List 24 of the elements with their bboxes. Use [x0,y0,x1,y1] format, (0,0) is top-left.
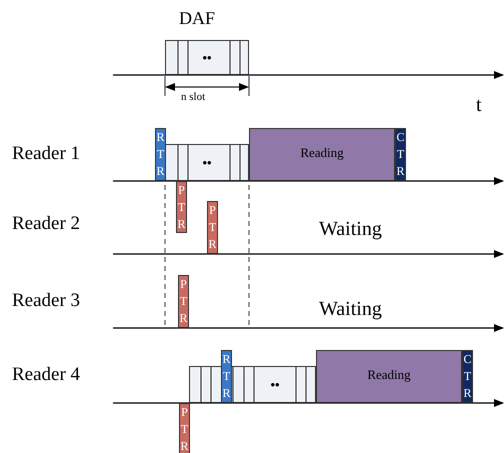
control-packet-block: PTR [179,403,190,453]
ellipsis-mark: •• [201,50,213,66]
slot-frame [189,366,316,403]
heading: DAF [179,8,216,29]
row-label: Reader 4 [12,364,80,386]
slot-frame [165,40,249,75]
control-packet-block: RTR [155,128,166,181]
row-label: Reader 3 [12,290,80,312]
control-packet-block: PTR [178,275,189,328]
control-packet-block: PTR [207,201,218,254]
row-label: Reader 1 [12,143,80,165]
status-label: Waiting [319,298,382,321]
row-label: Reader 2 [12,213,80,235]
control-packet-block: PTR [176,181,187,233]
control-packet-block: CTR [462,350,473,403]
status-label: Waiting [319,218,382,241]
ellipsis-mark: •• [201,154,213,170]
control-packet-block: RTR [221,350,232,403]
control-packet-block: CTR [395,128,406,181]
reading-block: Reading [316,350,462,403]
reading-block: Reading [249,128,395,181]
dimension-label: n slot [181,91,206,103]
slot-frame [165,144,249,181]
ellipsis-mark: •• [269,376,281,392]
